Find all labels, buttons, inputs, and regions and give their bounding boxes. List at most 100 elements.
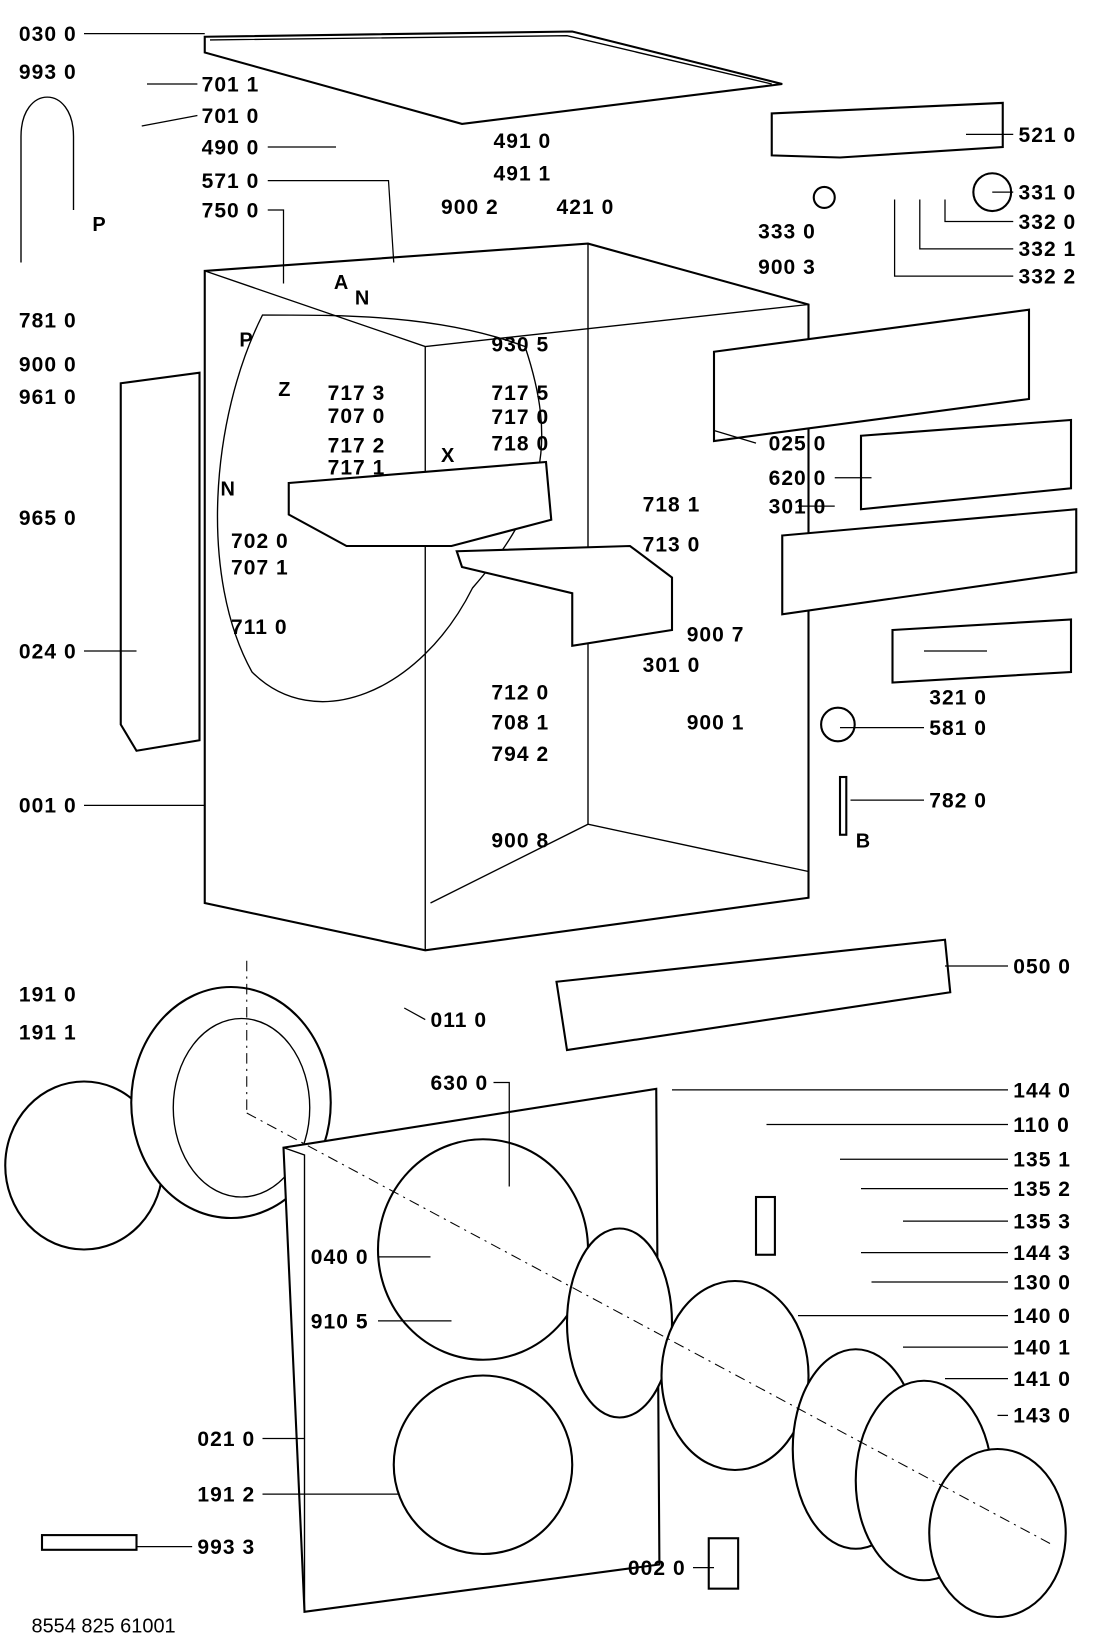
label-332-0: 332 0 [1018, 211, 1076, 234]
label-491-1: 491 1 [493, 163, 551, 186]
label-030-0: 030 0 [19, 23, 77, 46]
handle-110 [754, 1195, 776, 1256]
label-301-0-panel: 301 0 [769, 495, 827, 518]
label-900-3: 900 3 [758, 256, 816, 279]
label-708-1: 708 1 [491, 712, 549, 735]
marker-p: P [239, 329, 252, 351]
label-135-2: 135 2 [1013, 1178, 1071, 1201]
label-900-7: 900 7 [687, 624, 745, 647]
top-console-panel [712, 308, 1031, 443]
label-321-0: 321 0 [929, 687, 987, 710]
label-130-0: 130 0 [1013, 1271, 1071, 1294]
label-490-0: 490 0 [202, 136, 260, 159]
tool-993-3 [40, 1534, 138, 1551]
label-717-5: 717 5 [491, 382, 549, 405]
label-993-3: 993 3 [197, 1536, 255, 1559]
label-701-0: 701 0 [202, 105, 260, 128]
label-040-0: 040 0 [311, 1246, 369, 1269]
label-141-0: 141 0 [1013, 1368, 1071, 1391]
label-707-0: 707 0 [328, 405, 386, 428]
marker-n: N [220, 479, 234, 501]
label-002-0: 002 0 [628, 1557, 686, 1580]
label-717-0: 717 0 [491, 406, 549, 429]
label-711-0: 711 0 [231, 616, 288, 639]
label-900-8: 900 8 [491, 829, 549, 852]
marker-n: N [355, 288, 369, 310]
door-seal [130, 985, 332, 1220]
document-number: 8554 825 61001 [31, 1616, 175, 1638]
marker-x: X [441, 445, 455, 467]
label-702-0: 702 0 [231, 530, 289, 553]
label-332-2: 332 2 [1018, 266, 1076, 289]
label-717-3: 717 3 [328, 382, 386, 405]
label-781-0: 781 0 [19, 310, 77, 333]
control-panel [781, 508, 1078, 616]
label-144-0: 144 0 [1013, 1079, 1071, 1102]
label-750-0: 750 0 [202, 199, 260, 222]
detergent-dispenser-housing [287, 460, 553, 548]
control-module [770, 101, 1004, 159]
inner-seal-191-2 [392, 1374, 574, 1556]
detergent-drawer [455, 544, 674, 647]
label-140-0: 140 0 [1013, 1305, 1071, 1328]
label-900-0: 900 0 [19, 354, 77, 377]
label-135-3: 135 3 [1013, 1211, 1071, 1234]
door-hinge-ring [565, 1227, 674, 1419]
label-491-0: 491 0 [493, 130, 551, 153]
part-002 [707, 1537, 740, 1590]
marker-p: P [92, 214, 105, 236]
label-718-0: 718 0 [491, 432, 549, 455]
label-331-0: 331 0 [1018, 182, 1076, 205]
label-110-0: 110 0 [1013, 1114, 1070, 1137]
label-024-0: 024 0 [19, 640, 77, 663]
label-140-1: 140 1 [1013, 1336, 1071, 1359]
pressure-switch [820, 706, 856, 743]
label-521-0: 521 0 [1018, 124, 1076, 147]
label-993-0: 993 0 [19, 61, 77, 84]
label-143-0: 143 0 [1013, 1405, 1071, 1428]
label-718-1: 718 1 [643, 493, 701, 516]
label-910-5: 910 5 [311, 1310, 369, 1333]
label-782-0: 782 0 [929, 789, 987, 812]
label-630-0: 630 0 [430, 1072, 488, 1095]
label-581-0: 581 0 [929, 717, 987, 740]
marker-z: Z [278, 379, 290, 401]
label-144-3: 144 3 [1013, 1242, 1071, 1265]
door-glass [660, 1279, 810, 1472]
top-lid [203, 30, 783, 125]
hose-782 [838, 775, 848, 836]
marker-b: B [856, 830, 870, 852]
label-011-0: 011 0 [430, 1009, 487, 1032]
kick-plate [555, 938, 952, 1052]
label-135-1: 135 1 [1013, 1149, 1071, 1172]
label-620-0: 620 0 [769, 467, 827, 490]
label-965-0: 965 0 [19, 507, 77, 530]
marker-a: A [334, 272, 348, 294]
label-191-1: 191 1 [19, 1022, 77, 1045]
knob-small [812, 185, 836, 209]
label-333-0: 333 0 [758, 220, 816, 243]
label-191-0: 191 0 [19, 984, 77, 1007]
label-717-1: 717 1 [328, 457, 386, 480]
label-025-0: 025 0 [769, 432, 827, 455]
label-050-0: 050 0 [1013, 955, 1071, 978]
label-794-2: 794 2 [491, 743, 549, 766]
label-900-2: 900 2 [441, 196, 499, 219]
hose-993 [20, 96, 75, 263]
door-opening [376, 1138, 590, 1361]
label-930-5: 930 5 [491, 334, 549, 357]
door-outer-frame [928, 1447, 1067, 1619]
label-571-0: 571 0 [202, 170, 260, 193]
electronic-board [859, 418, 1073, 511]
label-712-0: 712 0 [491, 681, 549, 704]
label-717-2: 717 2 [328, 435, 386, 458]
label-701-1: 701 1 [202, 73, 260, 96]
label-961-0: 961 0 [19, 386, 77, 409]
label-021-0: 021 0 [197, 1428, 255, 1451]
label-421-0: 421 0 [557, 196, 615, 219]
label-301-0-drawer: 301 0 [643, 654, 701, 677]
label-707-1: 707 1 [231, 556, 289, 579]
label-900-1: 900 1 [687, 712, 745, 735]
